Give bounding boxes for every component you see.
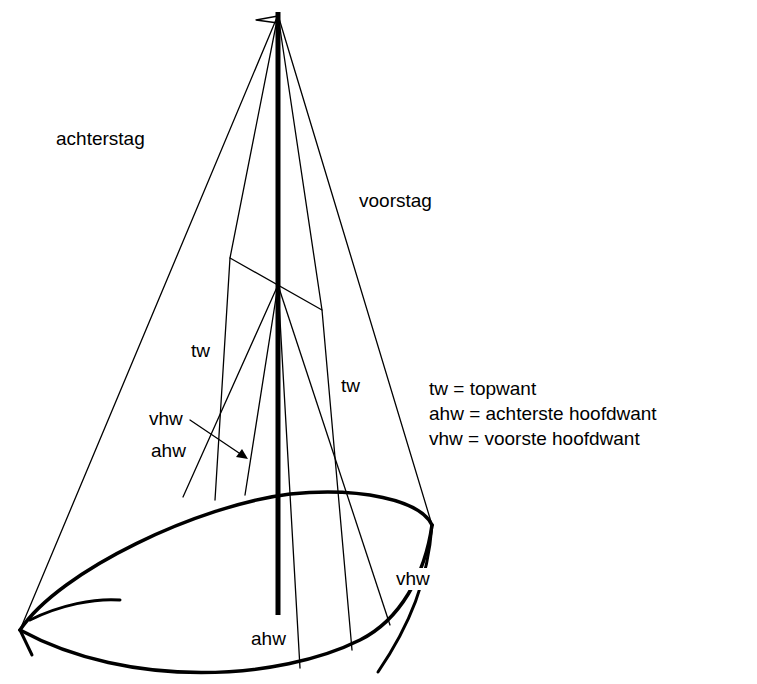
hull-far-gunwale (20, 492, 432, 630)
part-label: tw (190, 340, 211, 362)
top-shroud (215, 15, 278, 500)
fore-lower-shroud (245, 285, 278, 495)
hull-stern-line (20, 630, 32, 655)
hull-inner-line (30, 600, 120, 620)
hull-bow-line (378, 525, 432, 672)
part-label: voorstag (358, 190, 433, 212)
part-label: achterstag (55, 128, 146, 150)
part-label: ahw (150, 440, 187, 462)
leader-arrowhead (236, 449, 248, 459)
part-label: ahw (250, 628, 287, 650)
mast (276, 12, 281, 615)
part-label: vhw (148, 408, 184, 430)
key-entry: tw = topwant (428, 378, 537, 400)
key-entry: ahw = achterste hoofdwant (428, 403, 658, 425)
part-label: tw (340, 375, 361, 397)
aft-lower-shroud (183, 285, 278, 497)
pennant (256, 16, 278, 23)
leader-line (190, 420, 242, 455)
part-label: vhw (395, 568, 431, 590)
fore-lower-shroud (278, 285, 390, 625)
top-shroud (278, 15, 352, 650)
hull-near-gunwale (20, 525, 432, 673)
forestay (278, 15, 432, 525)
key-entry: vhw = voorste hoofdwant (428, 428, 641, 450)
